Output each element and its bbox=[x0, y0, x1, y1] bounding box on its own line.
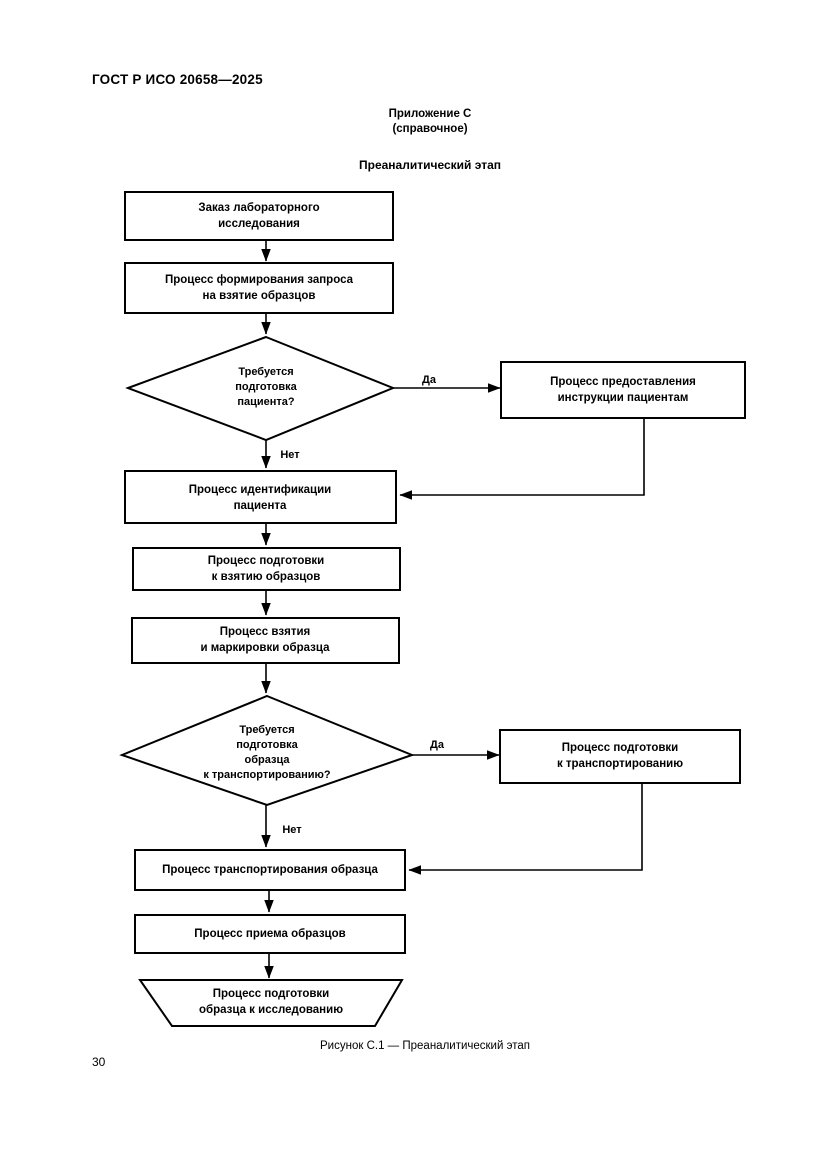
node-decision-transport: Требуется подготовка образца к транспорт… bbox=[119, 694, 415, 807]
connector-instructions-to-identification bbox=[399, 418, 645, 500]
node-collect-label: Процесс взятия и маркировки образца bbox=[131, 617, 400, 664]
branch-label-no-patient: Нет bbox=[280, 449, 300, 461]
node-order-line1: Заказ лабораторного bbox=[198, 202, 319, 214]
node-receive: Процесс приема образцов bbox=[134, 914, 406, 954]
node-instructions-line1: Процесс предоставления bbox=[550, 376, 696, 388]
branch-label-yes-transport: Да bbox=[430, 739, 445, 751]
node-prepare-transport-line1: Процесс подготовки bbox=[562, 742, 679, 754]
page-number: 30 bbox=[92, 1055, 106, 1069]
node-identification: Процесс идентификации пациента bbox=[124, 470, 397, 524]
node-decision-patient-shape bbox=[125, 335, 396, 442]
node-collect-label-line1: Процесс взятия bbox=[220, 626, 311, 638]
branch-label-no-transport: Нет bbox=[282, 824, 302, 836]
node-prepare-collect-line1: Процесс подготовки bbox=[208, 555, 325, 567]
connector-prepare-transport-to-transport bbox=[408, 783, 643, 875]
node-prepare-analysis-shape bbox=[138, 979, 404, 1027]
node-identification-shape bbox=[124, 470, 397, 524]
node-request: Процесс формирования запроса на взятие о… bbox=[124, 262, 394, 314]
node-decision-patient-line3: пациента? bbox=[237, 396, 295, 408]
figure-caption: Рисунок С.1 — Преаналитический этап bbox=[320, 1040, 530, 1052]
node-receive-line1: Процесс приема образцов bbox=[194, 928, 345, 940]
node-prepare-transport-line2: к транспортированию bbox=[557, 758, 683, 770]
node-decision-patient: Требуется подготовка пациента? bbox=[125, 335, 396, 442]
document-standard-header: ГОСТ Р ИСО 20658—2025 bbox=[92, 72, 263, 87]
node-transport-line1: Процесс транспортирования образца bbox=[162, 864, 378, 876]
node-instructions-line2: инструкции пациентам bbox=[558, 392, 689, 404]
node-decision-transport-line2: подготовка bbox=[236, 739, 298, 751]
annex-title: Преаналитический этап bbox=[359, 158, 501, 172]
node-decision-transport-shape bbox=[119, 694, 415, 807]
node-prepare-collect-line2: к взятию образцов bbox=[212, 571, 321, 583]
node-collect-label-shape bbox=[131, 617, 400, 664]
annex-kind: (справочное) bbox=[392, 123, 468, 135]
node-prepare-transport: Процесс подготовки к транспортированию bbox=[499, 729, 741, 784]
node-prepare-transport-shape bbox=[499, 729, 741, 784]
node-prepare-collect: Процесс подготовки к взятию образцов bbox=[132, 547, 401, 591]
node-prepare-analysis-line2: образца к исследованию bbox=[199, 1004, 343, 1016]
annex-heading: Приложение С (справочное) bbox=[300, 107, 560, 137]
node-decision-transport-line3: образца bbox=[245, 754, 291, 766]
node-instructions-shape bbox=[500, 361, 746, 419]
node-decision-transport-line4: к транспортированию? bbox=[203, 769, 331, 781]
node-request-shape bbox=[124, 262, 394, 314]
node-receive-shape bbox=[134, 914, 406, 954]
node-instructions: Процесс предоставления инструкции пациен… bbox=[500, 361, 746, 419]
node-order-shape bbox=[124, 191, 394, 241]
node-identification-line1: Процесс идентификации bbox=[189, 484, 332, 496]
node-prepare-analysis-line1: Процесс подготовки bbox=[213, 988, 330, 1000]
node-transport-shape bbox=[134, 849, 406, 891]
node-order-line2: исследования bbox=[218, 218, 300, 230]
node-request-line2: на взятие образцов bbox=[203, 290, 316, 302]
node-prepare-analysis: Процесс подготовки образца к исследовани… bbox=[138, 979, 404, 1027]
node-decision-patient-line1: Требуется bbox=[238, 366, 293, 378]
node-decision-patient-line2: подготовка bbox=[235, 381, 297, 393]
node-decision-transport-line1: Требуется bbox=[239, 724, 294, 736]
annex-label: Приложение С bbox=[388, 108, 472, 120]
node-identification-line2: пациента bbox=[234, 500, 287, 512]
branch-label-yes-patient: Да bbox=[422, 374, 437, 386]
node-prepare-collect-shape bbox=[132, 547, 401, 591]
node-request-line1: Процесс формирования запроса bbox=[165, 274, 354, 286]
node-order: Заказ лабораторного исследования bbox=[124, 191, 394, 241]
node-transport: Процесс транспортирования образца bbox=[134, 849, 406, 891]
node-collect-label-line2: и маркировки образца bbox=[200, 642, 330, 654]
